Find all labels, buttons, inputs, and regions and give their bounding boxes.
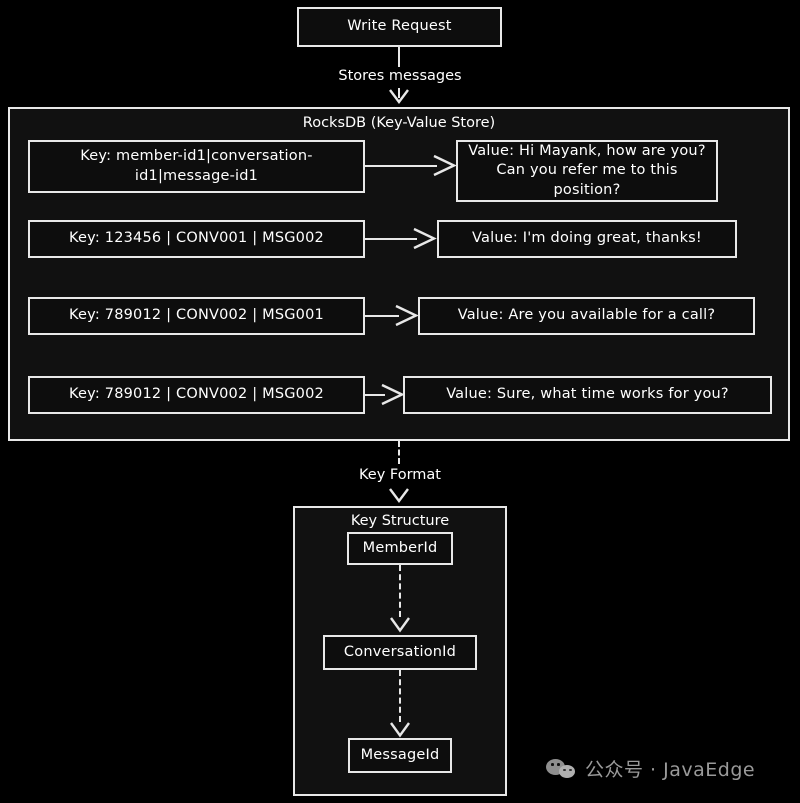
connector-line-conversation-to-message	[399, 670, 401, 722]
kv-value-box-1[interactable]: Value: Hi Mayank, how are you? Can you r…	[456, 140, 718, 202]
connector-line-member-to-conversation	[399, 565, 401, 617]
kv-value-label-1: Value: Hi Mayank, how are you? Can you r…	[468, 142, 706, 198]
kv-key-label-3: Key: 789012 | CONV002 | MSG001	[69, 307, 324, 324]
connector-line-key-format-upper	[398, 441, 400, 464]
panel-rocksdb-title: RocksDB (Key-Value Store)	[302, 115, 496, 131]
node-write-request-label: Write Request	[347, 18, 452, 35]
kv-key-box-1[interactable]: Key: member-id1|conversation-id1|message…	[28, 140, 365, 193]
arrowhead-into-rocksdb	[389, 89, 409, 104]
arrowhead-conversation-to-message	[390, 722, 410, 738]
connector-line-stores-messages-upper	[398, 47, 400, 67]
node-write-request[interactable]: Write Request	[297, 7, 502, 47]
connector-line-kv-4	[365, 394, 385, 396]
node-conversation-id[interactable]: ConversationId	[323, 635, 477, 670]
kv-value-label-4: Value: Sure, what time works for you?	[446, 386, 729, 403]
node-conversation-id-label: ConversationId	[343, 643, 457, 660]
panel-key-structure-title: Key Structure	[350, 513, 450, 529]
kv-key-label-2: Key: 123456 | CONV001 | MSG002	[69, 230, 324, 247]
kv-value-box-2[interactable]: Value: I'm doing great, thanks!	[437, 220, 737, 258]
kv-value-label-3: Value: Are you available for a call?	[457, 307, 716, 324]
watermark-text: 公众号 · JavaEdge	[585, 759, 756, 781]
wechat-icon	[546, 758, 576, 780]
arrowhead-kv-1	[433, 154, 457, 177]
arrowhead-kv-2	[413, 227, 437, 250]
kv-key-label-4: Key: 789012 | CONV002 | MSG002	[69, 386, 324, 403]
arrowhead-kv-4	[381, 383, 405, 406]
connector-line-kv-3	[365, 315, 399, 317]
arrowhead-kv-3	[395, 304, 419, 327]
kv-value-label-2: Value: I'm doing great, thanks!	[472, 230, 702, 247]
node-message-id-label: MessageId	[360, 746, 440, 763]
kv-value-box-4[interactable]: Value: Sure, what time works for you?	[403, 376, 772, 414]
connector-line-kv-1	[365, 165, 437, 167]
watermark: 公众号 · JavaEdge	[546, 755, 755, 782]
arrowhead-into-key-structure	[389, 488, 409, 503]
node-member-id[interactable]: MemberId	[347, 532, 453, 565]
connector-line-kv-2	[365, 238, 417, 240]
edge-label-key-format: Key Format	[359, 467, 441, 483]
node-member-id-label: MemberId	[362, 539, 438, 556]
connector-line-stores-messages-lower	[398, 88, 400, 98]
arrowhead-member-to-conversation	[390, 617, 410, 633]
kv-value-box-3[interactable]: Value: Are you available for a call?	[418, 297, 755, 335]
kv-key-box-3[interactable]: Key: 789012 | CONV002 | MSG001	[28, 297, 365, 335]
kv-key-label-1: Key: member-id1|conversation-id1|message…	[80, 147, 313, 184]
edge-label-stores-messages: Stores messages	[338, 68, 462, 84]
node-message-id[interactable]: MessageId	[348, 738, 452, 773]
kv-key-box-4[interactable]: Key: 789012 | CONV002 | MSG002	[28, 376, 365, 414]
kv-key-box-2[interactable]: Key: 123456 | CONV001 | MSG002	[28, 220, 365, 258]
